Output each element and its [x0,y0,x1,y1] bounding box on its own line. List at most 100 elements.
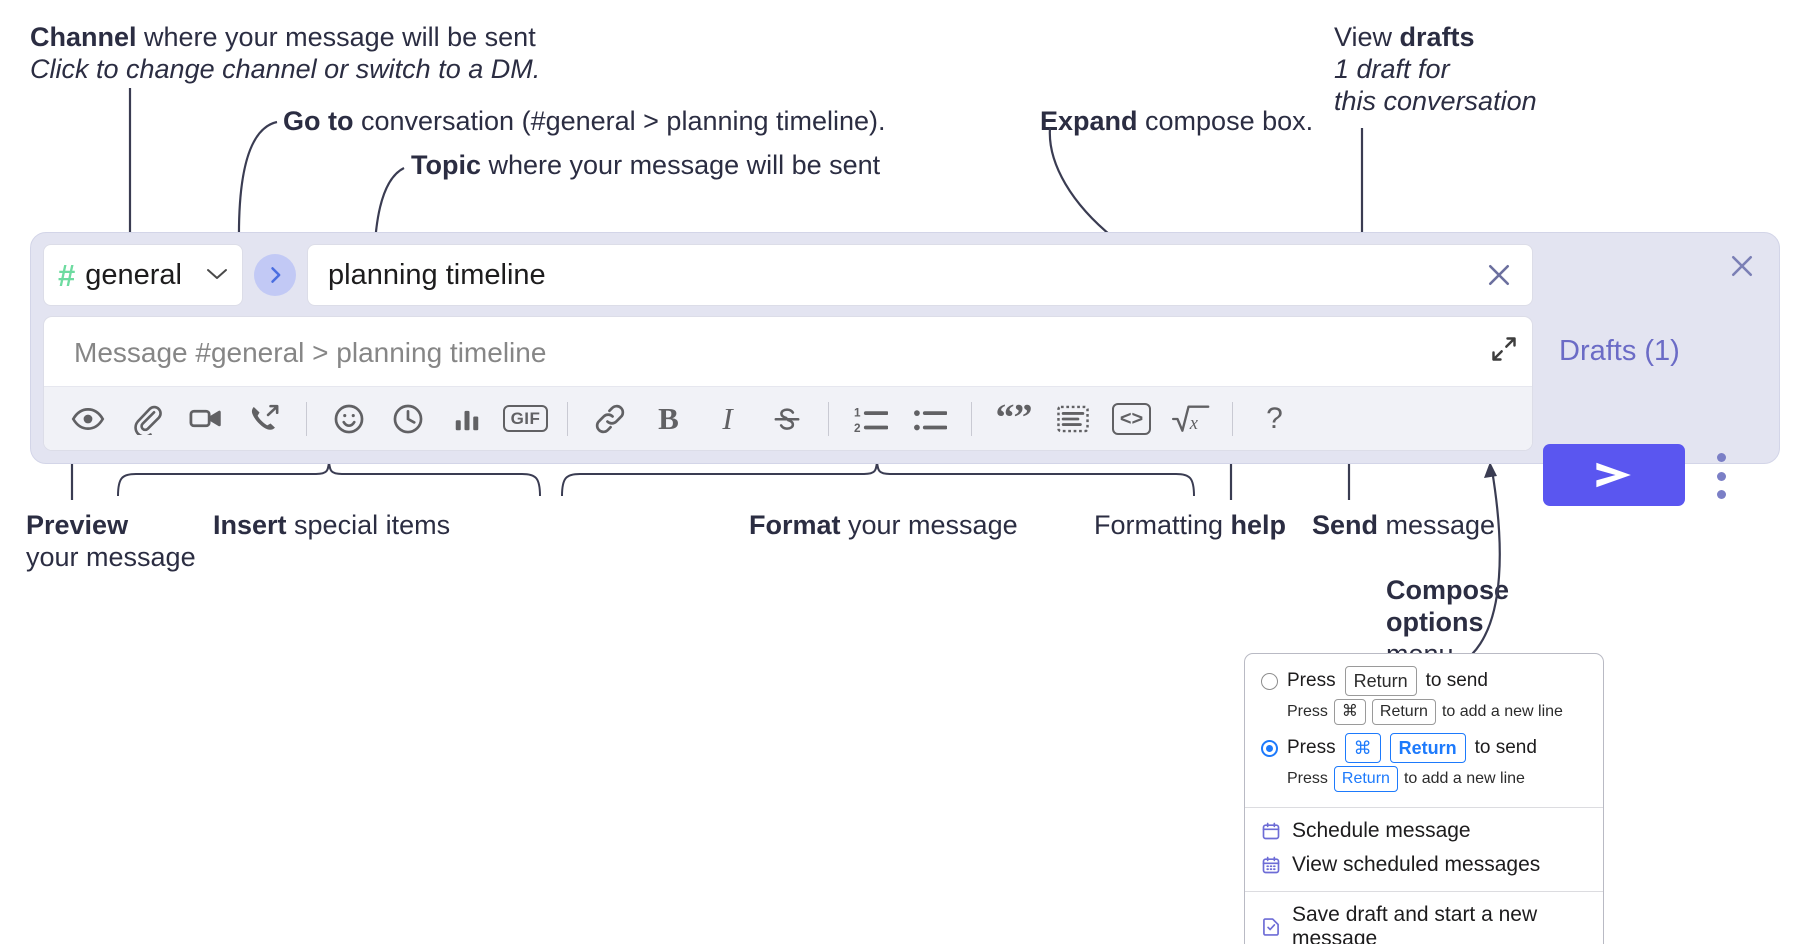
compose-options-button[interactable] [1709,453,1733,499]
emoji-icon[interactable] [319,393,378,445]
opt2-sub-key-return: Return [1333,766,1398,792]
opt1-key-return: Return [1344,666,1417,697]
help-label: ? [1266,401,1283,435]
topic-input[interactable]: planning timeline [307,244,1533,306]
panel-close-icon[interactable] [1727,251,1757,286]
strikethrough-icon[interactable] [757,393,816,445]
italic-label: I [722,400,733,436]
link-icon[interactable] [580,393,639,445]
topic-value: planning timeline [328,258,546,291]
svg-text:1: 1 [854,406,861,419]
annotation-insert: Insert special items [213,510,450,542]
menu-item-label: View scheduled messages [1292,852,1541,876]
opt2-sub-post: to add a new line [1403,769,1525,787]
bold-label: B [658,400,679,436]
annotation-drafts: View drafts 1 draft for this conversatio… [1334,22,1537,118]
opt2-key-return: Return [1389,732,1466,764]
annotation-channel-bold: Channel [30,22,137,52]
annotation-help-bold: help [1230,510,1287,540]
preview-icon[interactable] [58,393,117,445]
annotation-drafts-italic1: 1 draft for [1334,53,1450,84]
toolbar-separator [306,401,307,436]
annotation-goto-bold: Go to [283,106,354,136]
compose-options-menu: Press Return to send Press ⌘ Return to a… [1244,653,1604,944]
send-option-return-hint: Press ⌘ Return to add a new line [1245,698,1603,731]
blockquote-label: “” [995,397,1033,440]
goto-conversation-button[interactable] [254,254,296,296]
radio-return[interactable] [1261,672,1278,690]
opt2-sub-pre: Press [1287,769,1328,787]
annotation-help-plain: Formatting [1094,510,1231,540]
annotation-preview-line2: your message [26,541,196,572]
opt1-pre: Press [1287,670,1336,692]
toolbar-separator [971,401,972,436]
send-option-return[interactable]: Press Return to send [1245,664,1603,698]
radio-cmd-return[interactable] [1261,739,1278,757]
channel-selector[interactable]: # general [43,244,243,306]
send-option-cmd-return[interactable]: Press ⌘ Return to send [1245,731,1603,765]
annotation-channel: Channel where your message will be sent … [30,22,540,86]
svg-text:2: 2 [854,422,861,434]
expand-icon[interactable] [1490,335,1518,368]
attachment-icon[interactable] [117,393,176,445]
latex-icon[interactable]: x [1161,393,1220,445]
hash-icon: # [58,257,76,293]
compose-panel: # general planning timeline [30,232,1780,506]
annotation-compose-options-line1: Compose [1386,575,1510,605]
italic-icon[interactable]: I [698,393,757,445]
code-icon[interactable]: <> [1102,393,1161,445]
annotation-help: Formatting help [1094,510,1286,542]
menu-item-save-draft[interactable]: Save draft and start a new message [1245,898,1603,944]
opt1-sub-key-cmd: ⌘ [1333,699,1366,725]
message-placeholder: Message #general > planning timeline [74,337,547,368]
channel-name-label: general [85,258,182,291]
code-label: <> [1111,402,1152,435]
svg-text:x: x [1188,412,1198,432]
menu-item-label: Schedule message [1292,818,1471,842]
ordered-list-icon[interactable]: 1 2 [841,393,900,445]
send-button[interactable] [1543,444,1685,506]
annotation-insert-rest: special items [286,510,451,540]
clock-icon[interactable] [378,393,437,445]
close-icon[interactable] [1484,260,1514,290]
annotation-format-bold: Format [749,510,841,540]
poll-icon[interactable] [437,393,496,445]
annotation-send-rest: message [1378,510,1496,540]
menu-item-view-scheduled-messages[interactable]: View scheduled messages [1245,848,1603,882]
annotation-drafts-italic2: this conversation [1334,85,1537,116]
code-block-icon[interactable] [1043,393,1102,445]
annotation-format: Format your message [749,510,1018,542]
bulleted-list-icon[interactable] [900,393,959,445]
gif-icon[interactable]: GIF [496,393,555,445]
annotation-topic-bold: Topic [411,150,481,180]
annotation-preview: Preview your message [26,510,196,574]
annotation-goto: Go to conversation (#general > planning … [283,106,886,138]
annotation-topic-rest: where your message will be sent [481,150,881,180]
menu-item-label: Save draft and start a new message [1292,902,1538,944]
chevron-down-icon [206,265,228,285]
drafts-link[interactable]: Drafts (1) [1559,335,1680,367]
calendar-icon [1261,821,1281,841]
formatting-help-icon[interactable]: ? [1245,393,1304,445]
opt2-key-cmd: ⌘ [1344,732,1381,764]
compose-header-row: # general planning timeline [43,244,1533,306]
menu-divider [1245,806,1603,808]
toolbar-separator [567,401,568,436]
annotation-goto-rest: conversation (#general > planning timeli… [353,106,886,136]
menu-item-schedule-message[interactable]: Schedule message [1245,814,1603,848]
annotation-preview-bold: Preview [26,510,129,540]
menu-divider [1245,890,1603,892]
opt1-sub-post: to add a new line [1441,703,1563,721]
opt2-post: to send [1474,737,1537,759]
video-icon[interactable] [176,393,235,445]
send-option-cmd-return-hint: Press Return to add a new line [1245,765,1603,798]
annotation-expand-bold: Expand [1040,106,1138,136]
save-draft-icon [1261,917,1281,937]
toolbar-separator [1232,401,1233,436]
message-input-box[interactable]: Message #general > planning timeline [43,316,1533,451]
annotation-channel-italic: Click to change channel or switch to a D… [30,53,541,84]
audio-clip-icon[interactable] [235,393,294,445]
blockquote-icon[interactable]: “” [984,393,1043,445]
bold-icon[interactable]: B [639,393,698,445]
gif-label: GIF [502,405,549,432]
